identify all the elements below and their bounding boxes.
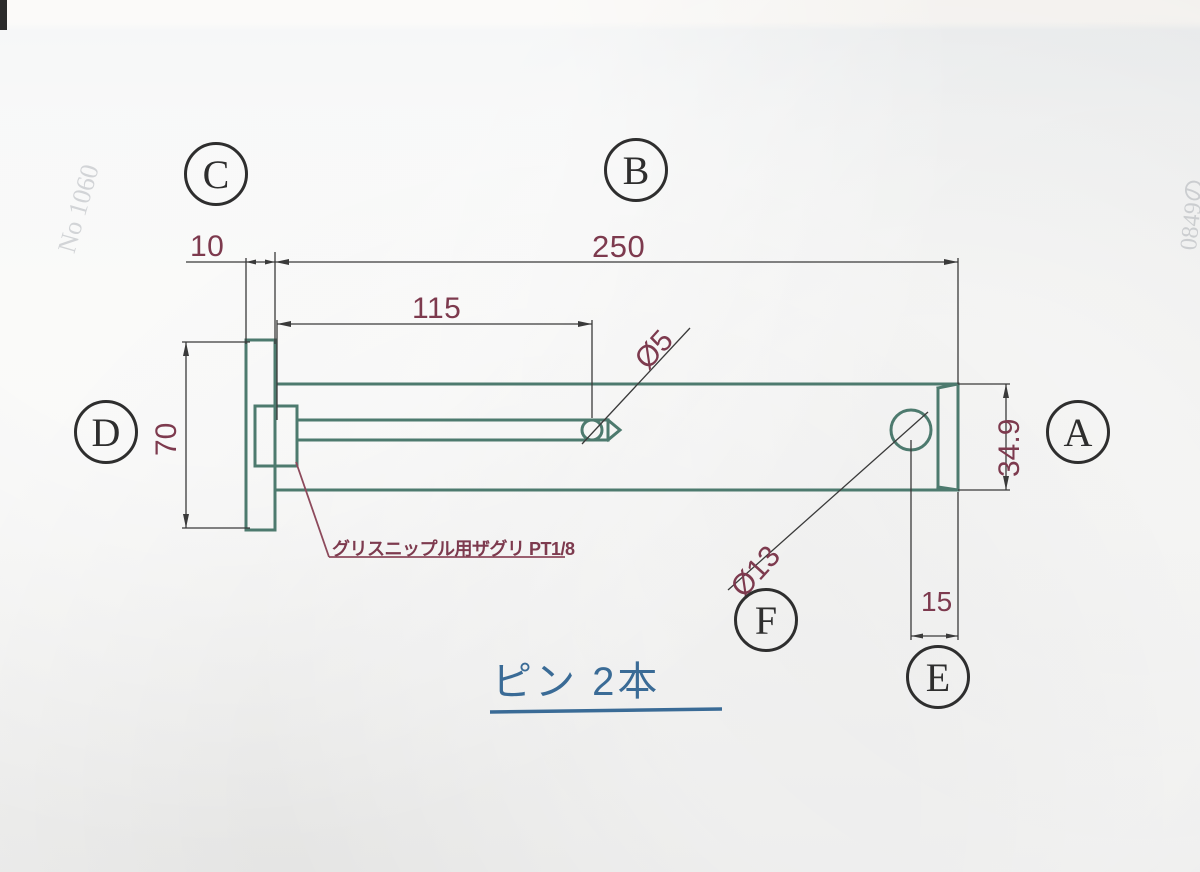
dimension-label-115: 115	[412, 292, 462, 325]
arrow-115-right	[578, 321, 592, 327]
hole-phi5-circle	[580, 418, 604, 442]
arrow-349-top	[1003, 384, 1009, 398]
balloon-label-a: A	[1063, 409, 1093, 455]
arrow-349-bottom	[1003, 476, 1009, 490]
dimension-label-15: 15	[921, 586, 953, 617]
head-boss	[253, 404, 299, 468]
balloon-label-e: E	[925, 654, 951, 700]
drawing-title: ピン 2本	[492, 660, 661, 704]
balloon-label-d: D	[91, 409, 121, 455]
arrow-250-right	[944, 259, 958, 265]
part-geometry	[244, 338, 960, 532]
dimension-label-70: 70	[150, 422, 183, 456]
dimension-label-34-9: 34.9	[993, 418, 1026, 477]
arrow-70-top	[183, 342, 189, 356]
head-plate	[244, 338, 277, 532]
note-leader-diagonal	[295, 461, 330, 558]
dimension-lines	[182, 252, 1010, 640]
note-callout-text: グリスニップル用ザグリ PT1/8	[332, 539, 575, 559]
arrow-250-left	[275, 259, 289, 265]
balloon-marker-e[interactable]: E	[906, 645, 970, 709]
arrow-10-right	[265, 259, 275, 265]
balloon-marker-b[interactable]: B	[604, 138, 668, 202]
dimension-arrowheads	[183, 259, 1009, 639]
scan-edge-mark	[0, 0, 7, 30]
balloon-label-b: B	[622, 147, 650, 193]
balloon-label-f: F	[754, 597, 778, 643]
dimension-label-10: 10	[190, 230, 225, 263]
balloon-marker-c[interactable]: C	[184, 142, 248, 206]
title-underline	[489, 707, 723, 714]
shaft-right-chamfer-top	[936, 382, 960, 390]
arrow-115-left	[277, 321, 291, 327]
note-leader	[295, 461, 565, 558]
dimension-label-250: 250	[592, 229, 646, 264]
leader-phi5	[581, 327, 691, 445]
arrow-15-right	[946, 633, 958, 639]
balloon-marker-d[interactable]: D	[74, 400, 138, 464]
drill-point-cone	[605, 417, 623, 443]
arrow-10-left	[246, 259, 256, 265]
balloon-marker-a[interactable]: A	[1046, 400, 1110, 464]
balloon-marker-f[interactable]: F	[734, 588, 798, 652]
arrow-15-left	[911, 633, 923, 639]
leader-phi13	[727, 411, 929, 591]
balloon-label-c: C	[202, 151, 230, 197]
arrow-70-bottom	[183, 514, 189, 528]
shaft-right-chamfer-bottom	[936, 485, 960, 492]
